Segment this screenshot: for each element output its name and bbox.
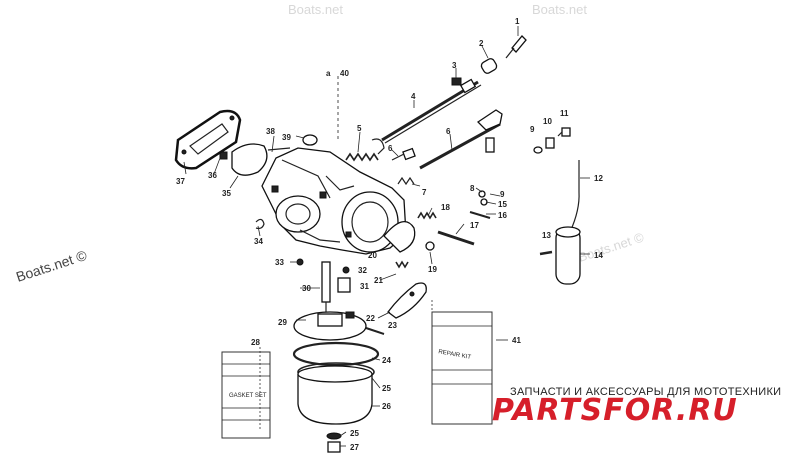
callout-24: 24	[382, 356, 391, 365]
carburetor-body	[261, 147, 407, 255]
callout-27: 27	[350, 443, 359, 452]
part-10-nut	[545, 137, 555, 149]
part-34-clip	[255, 218, 265, 230]
callout-12: 12	[594, 174, 603, 183]
callout-37: 37	[176, 177, 185, 186]
part-38-cover	[267, 147, 291, 151]
part-37-gasket	[174, 109, 242, 170]
callout-5: 5	[357, 124, 362, 133]
part-24-gasket	[292, 341, 380, 367]
callout-11: 11	[560, 109, 569, 118]
watermark-boats-left: Boats.net ©	[14, 247, 89, 285]
part-30-needle-valve	[321, 261, 331, 312]
gasket-set-card: GASKET SET	[221, 347, 271, 439]
part-4-throttle-shaft	[381, 78, 482, 144]
watermark-boats-top-right: Boats.net	[532, 2, 587, 17]
callout-23: 23	[388, 321, 397, 330]
callout-26: 26	[382, 402, 391, 411]
part-18-spring	[417, 211, 437, 220]
callout-10: 10	[543, 117, 552, 126]
callout-8: 8	[470, 184, 475, 193]
callout-17: 17	[470, 221, 479, 230]
callout-25-seal: 25	[382, 384, 391, 393]
callout-29: 29	[278, 318, 287, 327]
part-6-lever	[391, 147, 416, 161]
gasket-set-label: GASKET SET	[229, 393, 267, 399]
callout-22: 22	[366, 314, 375, 323]
brand-logo: PARTSFOR.RU	[492, 393, 738, 428]
callout-15: 15	[498, 200, 507, 209]
callout-16: 16	[498, 211, 507, 220]
callout-39: 39	[282, 133, 291, 142]
part-16-needle	[469, 211, 491, 219]
part-29-float	[293, 311, 367, 341]
callout-36: 36	[208, 171, 217, 180]
callout-28: 28	[251, 338, 260, 347]
callout-2: 2	[479, 39, 484, 48]
watermark-boats-top: Boats.net	[288, 2, 343, 17]
callout-31: 31	[360, 282, 369, 291]
part-32-washer	[342, 266, 350, 274]
callout-4: 4	[411, 92, 416, 101]
part-19-screw	[425, 241, 435, 251]
part-26-float-bowl	[297, 365, 373, 425]
part-2-bushing	[480, 58, 498, 74]
callout-9-upper: 9	[530, 125, 535, 134]
part-23-pin	[365, 327, 385, 335]
callout-33: 33	[275, 258, 284, 267]
leader-lines	[183, 26, 590, 447]
part-39-plug	[302, 134, 318, 146]
part-11-screw	[557, 127, 571, 137]
callout-13: 13	[542, 231, 551, 240]
part-7-detent	[397, 176, 415, 186]
part-13-pin	[539, 250, 553, 256]
part-25-washer	[326, 432, 342, 440]
part-21-spring	[395, 260, 409, 269]
callout-25-washer: 25	[350, 429, 359, 438]
callout-14: 14	[594, 251, 603, 260]
part-6-choke-shaft	[419, 109, 503, 170]
callout-18: 18	[441, 203, 450, 212]
callout-35: 35	[222, 189, 231, 198]
part-9-spring-washer	[478, 190, 486, 198]
callout-40-prefix: a	[326, 69, 331, 78]
callout-7: 7	[422, 188, 427, 197]
watermark-boats-right: Boats.net ©	[576, 229, 646, 264]
callout-21: 21	[374, 276, 383, 285]
callout-32: 32	[358, 266, 367, 275]
callout-labels: 1 2 3 4 5 6 6 7 8 9 9 10 11 12 13 14 15 …	[176, 17, 603, 452]
callout-9-lower: 9	[500, 190, 505, 199]
part-3-nut	[451, 77, 462, 86]
callout-6-lever: 6	[388, 144, 393, 153]
part-17-long-screw	[437, 230, 475, 246]
repair-kit-label: REPAIR KIT	[438, 349, 472, 361]
part-20-plate	[383, 220, 416, 253]
callout-30: 30	[302, 284, 311, 293]
callout-41: 41	[512, 336, 521, 345]
part-27-drain-plug	[327, 441, 341, 453]
part-36-screw	[219, 151, 228, 160]
part-14-cylinder	[555, 226, 581, 285]
callout-40: 40	[340, 69, 349, 78]
callout-20: 20	[368, 251, 377, 260]
part-22-lever-plate	[387, 282, 427, 319]
callout-34: 34	[254, 237, 263, 246]
callout-3: 3	[452, 61, 457, 70]
repair-kit-card: REPAIR KIT	[431, 300, 493, 425]
part-35-plate	[231, 143, 268, 176]
part-31-seat	[337, 277, 351, 293]
part-1-screw	[505, 35, 527, 59]
part-9-washer	[533, 146, 543, 154]
brand-tagline: ЗАПЧАСТИ И АКСЕССУАРЫ ДЛЯ МОТОТЕХНИКИ	[510, 386, 781, 398]
callout-1: 1	[515, 17, 520, 26]
callout-19: 19	[428, 265, 437, 274]
callout-6-shaft: 6	[446, 127, 451, 136]
part-5-spring	[345, 138, 385, 162]
callout-38: 38	[266, 127, 275, 136]
